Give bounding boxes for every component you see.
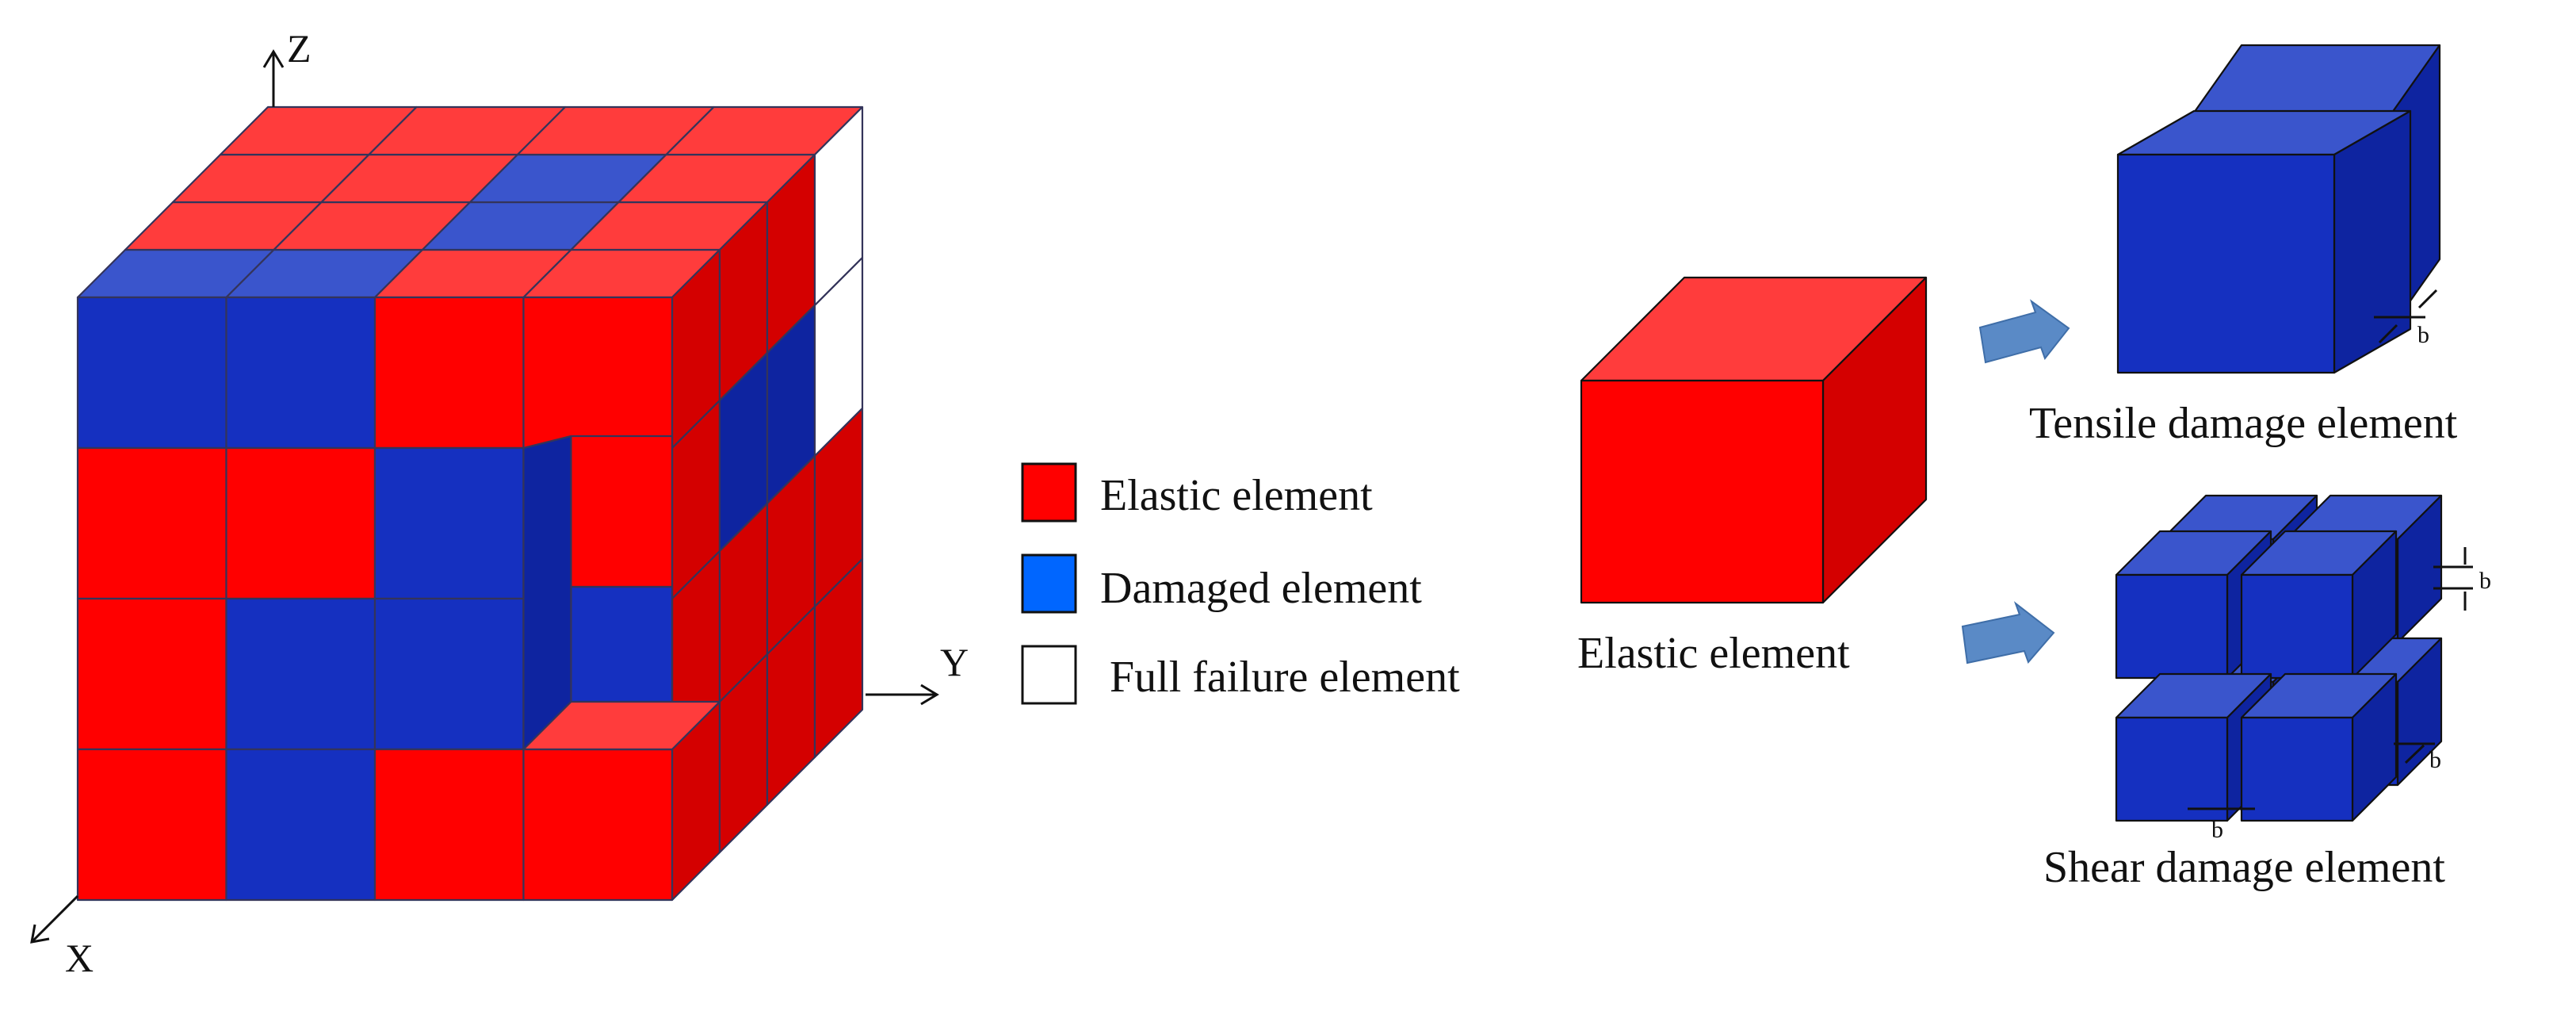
tensile-gap-marker bbox=[2374, 289, 2438, 344]
y-axis-arrowhead bbox=[920, 684, 939, 706]
tensile-damage-element-cube bbox=[2116, 44, 2441, 374]
arrow-to-tensile-icon bbox=[1978, 299, 2070, 364]
x-axis bbox=[30, 894, 79, 944]
legend-swatch-elastic bbox=[1021, 462, 1077, 523]
front-element-r1-c2 bbox=[373, 446, 525, 600]
shear-sub-cube-7-front-face bbox=[2240, 716, 2354, 822]
shear-sub-cube-5-front-face bbox=[2240, 573, 2354, 680]
front-element-r3-c0 bbox=[76, 748, 227, 902]
x-axis-label: X bbox=[65, 936, 94, 980]
elastic-cube-front-face bbox=[1580, 379, 1825, 604]
tensile-front-slab-front-face bbox=[2116, 153, 2336, 374]
y-axis-label: Y bbox=[940, 640, 969, 684]
front-element-r1-c1 bbox=[225, 446, 376, 600]
shear-gap-label-lower-right: b bbox=[2429, 747, 2441, 773]
cavity-back-wall-upper bbox=[570, 435, 674, 588]
legend-label-elastic: Elastic element bbox=[1100, 471, 1373, 520]
legend-label-failure: Full failure element bbox=[1110, 653, 1460, 702]
shear-gap-label-right: b bbox=[2479, 568, 2491, 594]
front-element-r0-c2 bbox=[373, 296, 525, 450]
arrow-to-shear-icon bbox=[1961, 601, 2055, 664]
front-element-r2-c1 bbox=[225, 597, 376, 751]
front-element-r0-c0 bbox=[76, 296, 227, 450]
elastic-element-cube bbox=[1580, 276, 1928, 604]
legend-label-damaged: Damaged element bbox=[1100, 564, 1422, 613]
front-element-r0-c1 bbox=[225, 296, 376, 450]
side-element-r3-d3 bbox=[813, 557, 864, 759]
tensile-gap-tick-bottom bbox=[2378, 324, 2398, 344]
shear-gap-lower-right-tick bbox=[2404, 744, 2425, 764]
front-element-r2-c2 bbox=[373, 597, 525, 751]
cavity-floor bbox=[522, 700, 721, 751]
element-cube-assembly bbox=[76, 105, 864, 902]
front-element-r2-c0 bbox=[76, 597, 227, 751]
legend: Elastic element Damaged element Full fai… bbox=[1021, 462, 1460, 705]
shear-element-caption: Shear damage element bbox=[2043, 843, 2445, 892]
legend-swatch-damaged bbox=[1021, 553, 1077, 614]
tensile-gap-tick-top bbox=[2417, 289, 2438, 309]
coordinate-axes bbox=[30, 49, 939, 944]
z-axis-label: Z bbox=[287, 26, 311, 71]
front-element-r1-c0 bbox=[76, 446, 227, 600]
legend-swatch-failure bbox=[1021, 645, 1077, 705]
front-element-r0-c3 bbox=[522, 296, 674, 450]
z-axis-arrowhead bbox=[262, 49, 285, 68]
shear-sub-cube-6-front-face bbox=[2115, 716, 2229, 822]
shear-gap-markers bbox=[2188, 547, 2473, 810]
shear-gap-label-bottom: b bbox=[2211, 817, 2223, 843]
shear-damage-element-cube bbox=[2115, 494, 2443, 822]
tensile-front-slab-side-face bbox=[2333, 109, 2412, 374]
front-element-r3-c2 bbox=[373, 748, 525, 902]
shear-sub-cube-4-front-face bbox=[2115, 573, 2229, 680]
tensile-gap-label: b bbox=[2417, 322, 2429, 348]
x-axis-arrowhead bbox=[30, 924, 50, 944]
front-element-r3-c1 bbox=[225, 748, 376, 902]
tensile-element-caption: Tensile damage element bbox=[2029, 399, 2458, 448]
elastic-element-caption: Elastic element bbox=[1577, 629, 1850, 678]
front-element-r3-c3 bbox=[522, 748, 674, 902]
cavity-left-wall bbox=[522, 435, 572, 751]
